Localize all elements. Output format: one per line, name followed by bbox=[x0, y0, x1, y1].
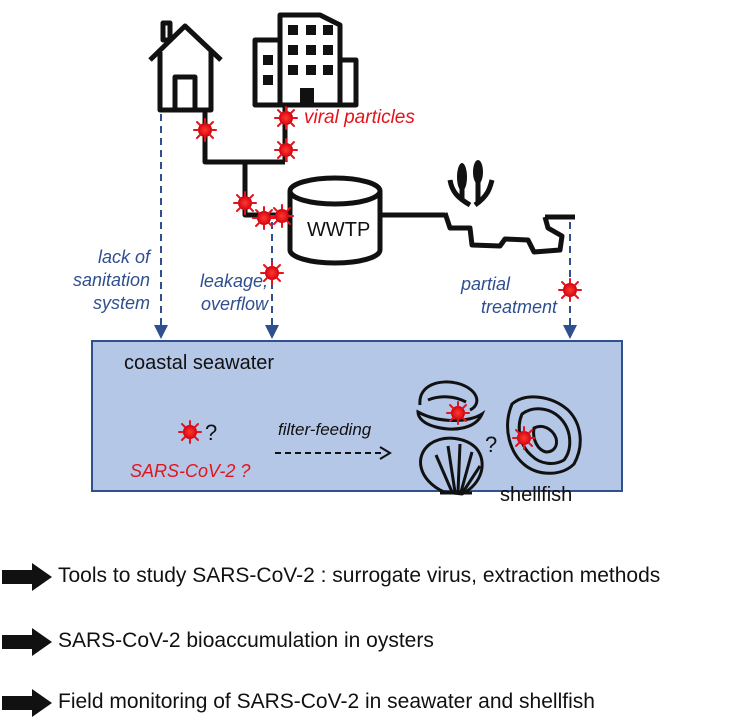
filter-feeding-label: filter-feeding bbox=[278, 420, 372, 439]
lack-of-sanitation-line-2: sanitation bbox=[72, 270, 150, 290]
leakage-overflow-label: leakage, overflow bbox=[186, 270, 268, 316]
building-icon bbox=[252, 12, 359, 108]
house-icon bbox=[148, 20, 223, 113]
question-mark-seawater: ? bbox=[205, 420, 218, 445]
building-windows bbox=[263, 25, 333, 105]
bullet-item-2: SARS-CoV-2 bioaccumulation in oysters bbox=[0, 622, 740, 662]
shellfish-label: shellfish bbox=[500, 484, 573, 506]
arrow-heads bbox=[154, 325, 577, 339]
coastal-seawater-label: coastal seawater bbox=[124, 352, 275, 374]
virus-particle-icon bbox=[512, 426, 536, 450]
partial-line-2: treatment bbox=[480, 297, 557, 317]
sars-cov-2-question-label: SARS-CoV-2 ? bbox=[130, 461, 251, 481]
virus-particle-icon bbox=[446, 401, 470, 425]
diagram-graphics bbox=[91, 12, 623, 496]
arrow-right-icon bbox=[2, 689, 52, 717]
leakage-line-2: overflow bbox=[200, 294, 268, 314]
bullet-text-1: Tools to study SARS-CoV-2 : surrogate vi… bbox=[58, 564, 661, 587]
scallop-icon bbox=[419, 436, 484, 496]
wwtp-label: WWTP bbox=[307, 219, 371, 241]
bullet-text-3: Field monitoring of SARS-CoV-2 in seawat… bbox=[58, 690, 595, 713]
question-mark-shellfish: ? bbox=[485, 432, 498, 457]
lack-of-sanitation-label: lack of sanitation system bbox=[73, 246, 150, 315]
viral-particles-label: viral particles bbox=[304, 107, 415, 128]
filter-feeding-arrow bbox=[275, 446, 392, 460]
bullet-item-1: Tools to study SARS-CoV-2 : surrogate vi… bbox=[0, 557, 740, 597]
arrow-right-icon bbox=[2, 563, 52, 591]
coastal-seawater-box bbox=[91, 340, 623, 492]
wwtp-tank-icon bbox=[287, 175, 383, 266]
bullet-item-3: Field monitoring of SARS-CoV-2 in seawat… bbox=[0, 683, 740, 723]
lack-of-sanitation-line-1: lack of bbox=[97, 247, 150, 267]
reed-heads bbox=[457, 160, 483, 191]
partial-treatment-label: partial treatment bbox=[461, 273, 557, 319]
partial-line-1: partial bbox=[461, 274, 511, 294]
leakage-line-1: leakage, bbox=[199, 271, 268, 291]
arrow-right-icon bbox=[2, 628, 52, 656]
lack-of-sanitation-line-3: system bbox=[92, 293, 150, 313]
wastewater-diagram: viral particles WWTP lack of sanitation … bbox=[73, 12, 623, 506]
bullet-text-2: SARS-CoV-2 bioaccumulation in oysters bbox=[58, 629, 434, 652]
